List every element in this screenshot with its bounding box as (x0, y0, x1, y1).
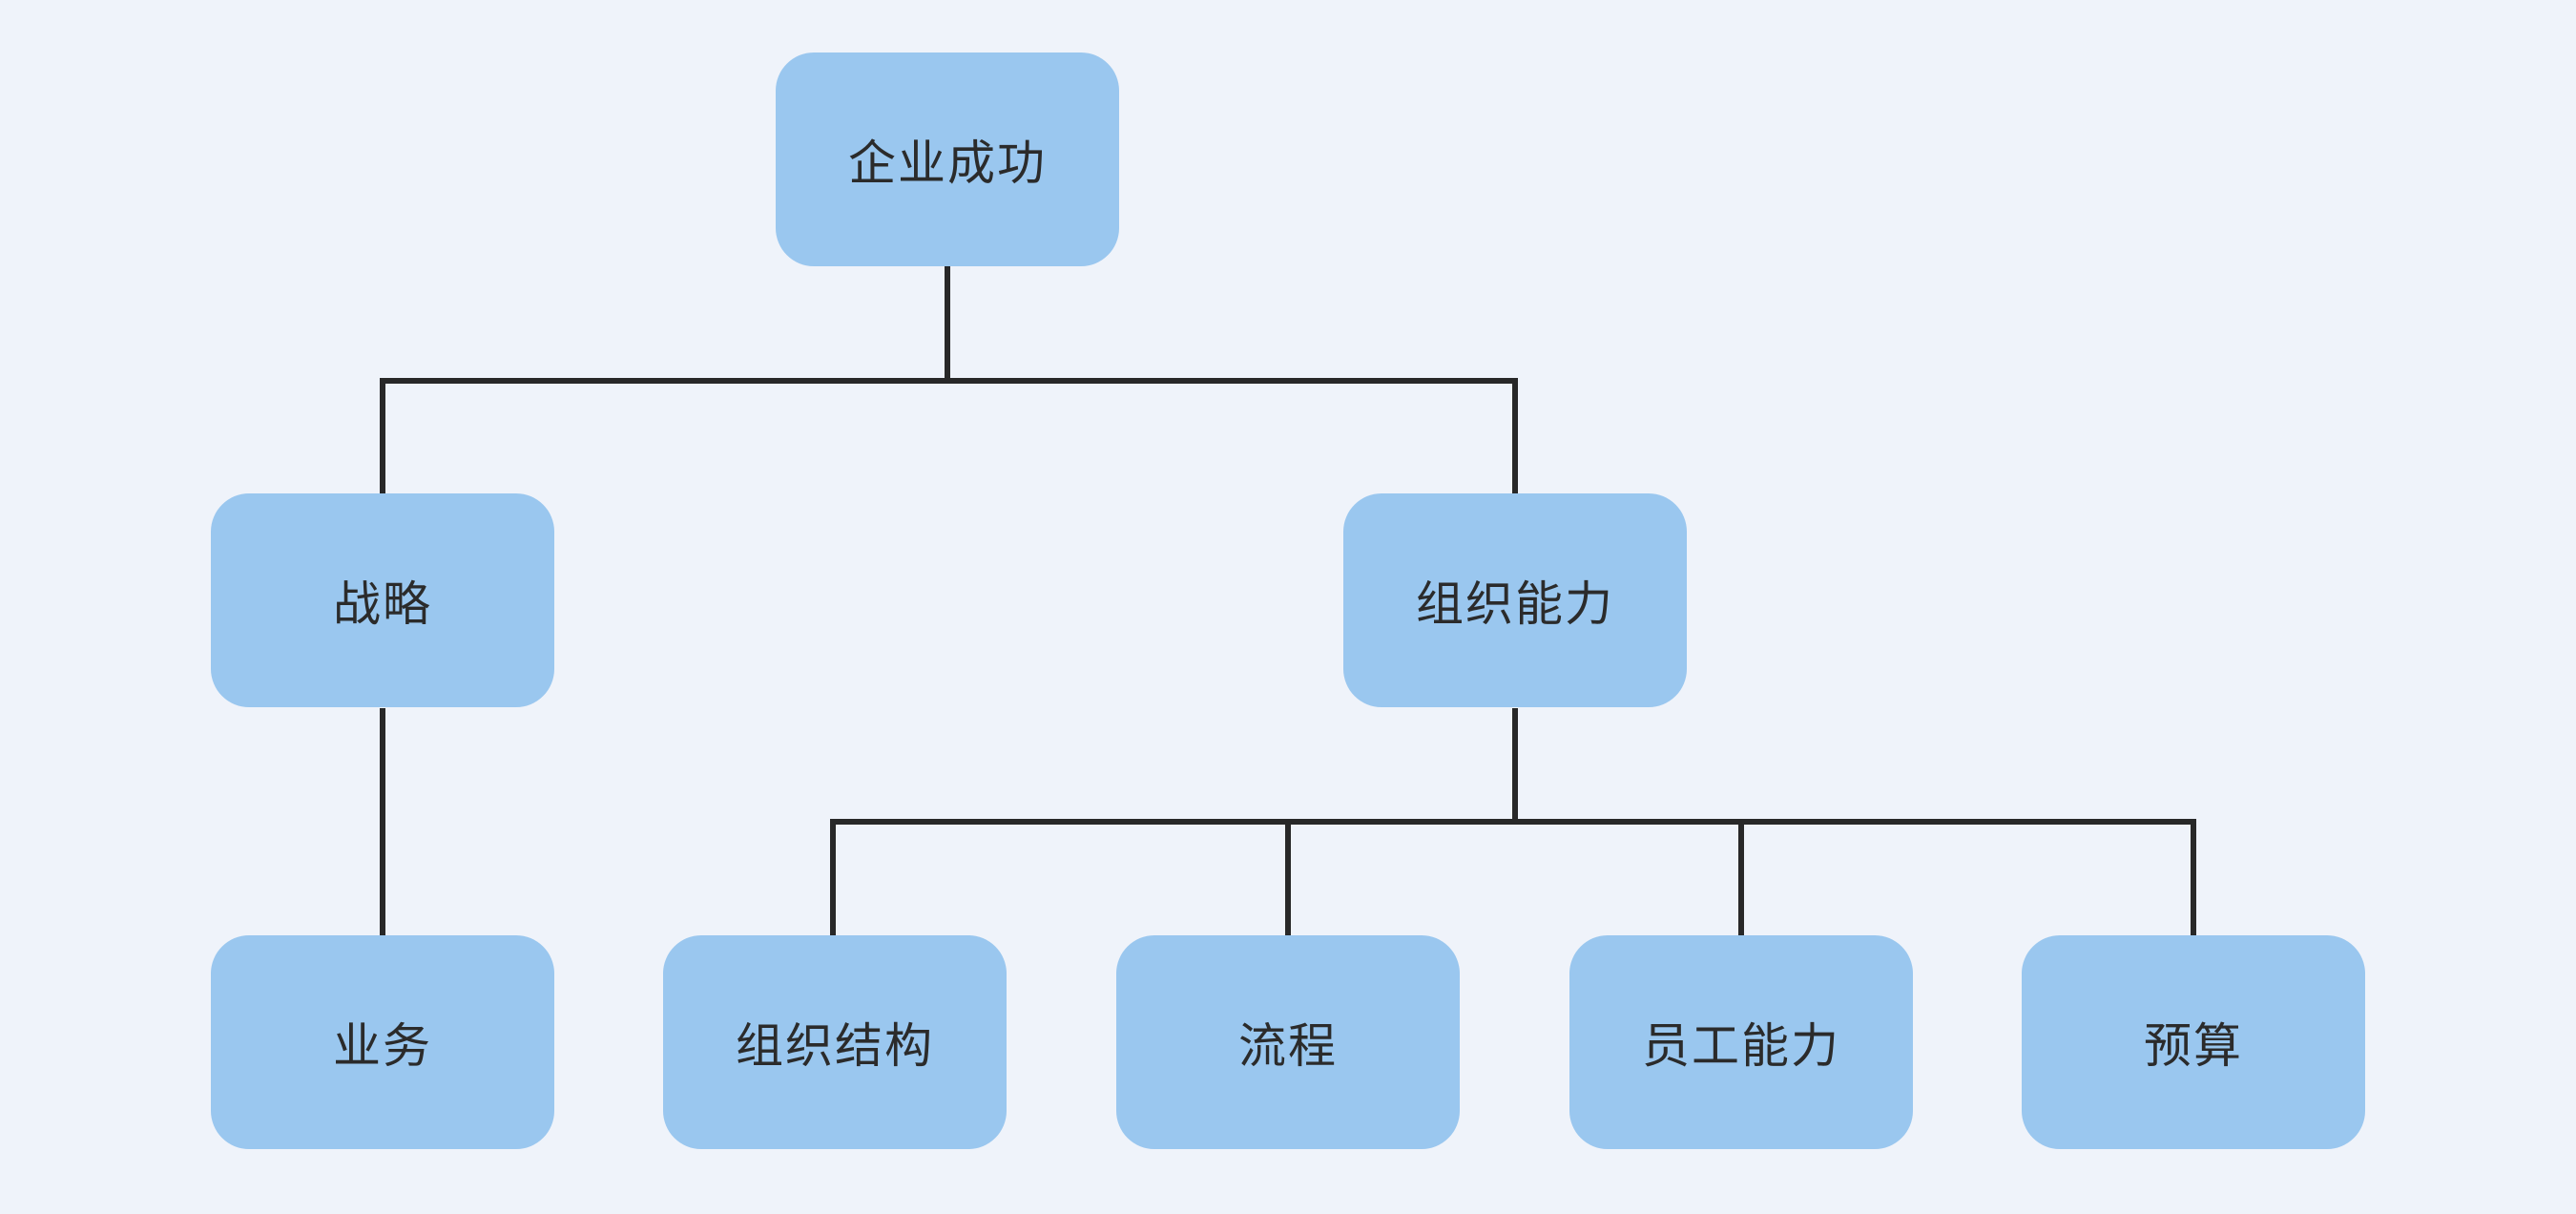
node-business-label: 业务 (333, 1019, 432, 1073)
node-enterprise-success: 企业成功 (776, 52, 1119, 266)
node-staff-capability: 员工能力 (1569, 935, 1913, 1149)
edge-strategy-to-business (380, 708, 385, 935)
edge-drop-budget (2191, 819, 2196, 935)
node-org-capability: 组织能力 (1343, 493, 1687, 707)
node-org-capability-label: 组织能力 (1416, 577, 1614, 631)
edge-drop-staff-capability (1738, 819, 1744, 935)
node-staff-capability-label: 员工能力 (1642, 1019, 1840, 1073)
edge-level2-horizontal (830, 819, 2196, 825)
edge-drop-process (1285, 819, 1291, 935)
node-budget-label: 预算 (2144, 1019, 2243, 1073)
edge-root-down (945, 265, 950, 384)
edge-drop-org-capability (1512, 378, 1518, 493)
node-org-structure-label: 组织结构 (736, 1019, 934, 1073)
edge-drop-org-structure (830, 819, 836, 935)
node-enterprise-success-label: 企业成功 (848, 136, 1047, 190)
node-strategy-label: 战略 (333, 577, 432, 631)
node-process-label: 流程 (1238, 1019, 1338, 1073)
node-org-structure: 组织结构 (663, 935, 1007, 1149)
node-process: 流程 (1116, 935, 1460, 1149)
node-business: 业务 (211, 935, 554, 1149)
edge-org-capability-down (1512, 708, 1518, 825)
node-strategy: 战略 (211, 493, 554, 707)
edge-level1-horizontal (380, 378, 1518, 384)
node-budget: 预算 (2022, 935, 2365, 1149)
edge-drop-strategy (380, 378, 385, 493)
